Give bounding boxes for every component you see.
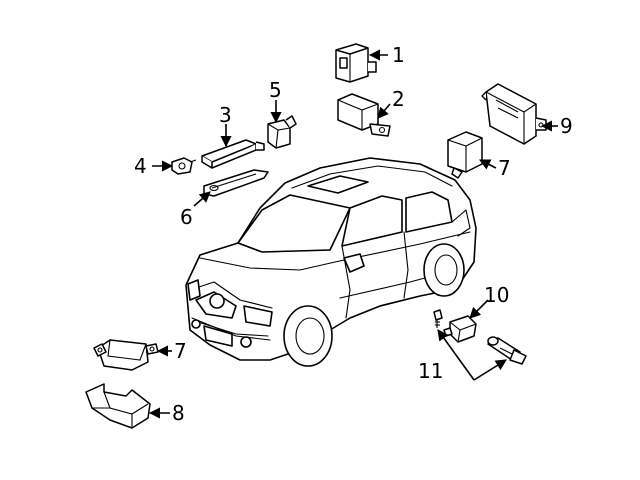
- part-2-control-module-bracket: [337, 93, 391, 137]
- part-5-sensor-bracket: [267, 115, 297, 149]
- part-1-control-module: [335, 43, 377, 83]
- part-10-tpms-sensor: [443, 315, 477, 343]
- callout-7-upper: 7: [498, 156, 511, 180]
- callout-1: 1: [392, 43, 405, 67]
- callout-11: 11: [418, 359, 443, 383]
- callout-4: 4: [134, 154, 147, 178]
- suv-illustration: [185, 157, 477, 367]
- part-7-module-upper: [447, 131, 483, 179]
- callout-5: 5: [269, 78, 282, 102]
- callout-2: 2: [392, 87, 405, 111]
- callout-7-lower: 7: [174, 339, 187, 363]
- part-4-clip: [171, 157, 197, 175]
- part-11-valve-screw: [433, 309, 443, 328]
- callout-10: 10: [484, 283, 509, 307]
- callout-8: 8: [172, 401, 185, 425]
- part-8-mounting-bracket: [85, 383, 151, 429]
- callout-labels: 1 2 3 4 5 6 7 7 8 9 10 11: [134, 43, 573, 425]
- callout-3: 3: [219, 103, 232, 127]
- part-9-large-module: [481, 83, 547, 145]
- part-7-sensor-lower: [93, 339, 159, 371]
- part-3-sensor-bar: [201, 139, 265, 169]
- part-6-sensor-cover: [203, 169, 269, 197]
- callout-9: 9: [560, 114, 573, 138]
- callout-6: 6: [180, 205, 193, 229]
- part-11-valve-stem: [487, 336, 527, 365]
- leader-lines: [148, 49, 558, 419]
